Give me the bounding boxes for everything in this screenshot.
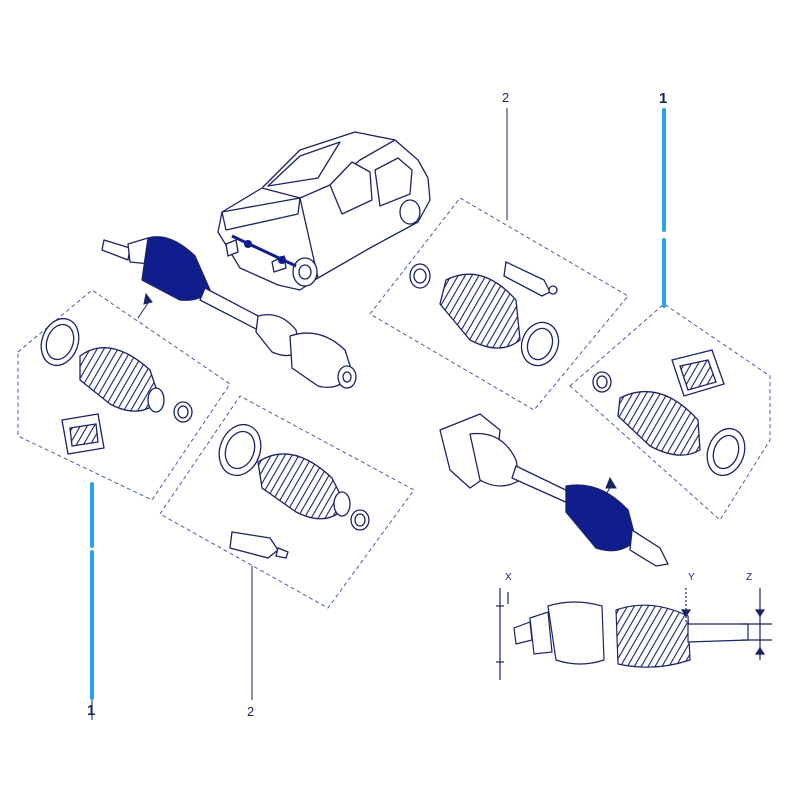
right-driveshaft: [439, 413, 669, 567]
reference-bars: [90, 108, 666, 700]
callout-2-bottom: 2: [247, 704, 255, 719]
dimension-x-label: X: [505, 572, 512, 583]
dimension-z-label: Z: [746, 572, 753, 583]
left-boot-kit: [17, 289, 231, 501]
dimension-y-label: Y: [688, 572, 695, 583]
right-far-boot-kit: [569, 303, 771, 521]
leader-lines: [91, 108, 508, 720]
callout-2-top: 2: [502, 90, 510, 105]
callout-1-bottom: 1: [87, 702, 96, 719]
callout-1-top: 1: [659, 90, 668, 107]
car-illustration: [217, 131, 431, 291]
pointer-arrows: [137, 292, 617, 499]
left-driveshaft: [101, 236, 357, 389]
dimension-detail: [496, 588, 772, 680]
center-left-boot-kit: [159, 395, 415, 609]
right-top-boot-kit: [369, 197, 629, 411]
